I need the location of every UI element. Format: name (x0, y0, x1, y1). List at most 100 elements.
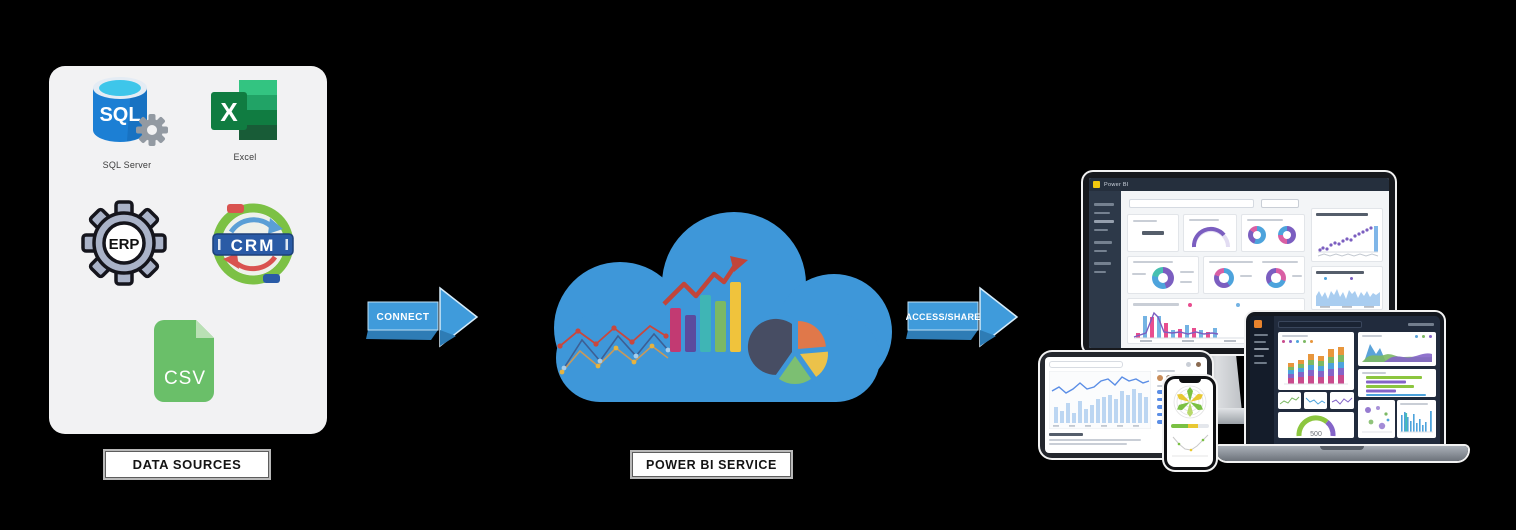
erp-icon-text: ERP (109, 236, 140, 253)
legend-dot (1415, 335, 1418, 338)
laptop-hbar-chart (1366, 376, 1426, 396)
source-crm: CRM (210, 201, 296, 292)
laptop-area-card (1358, 332, 1436, 366)
power-bi-service-label: POWER BI SERVICE (630, 450, 793, 479)
thin-bar-chart (1400, 411, 1433, 433)
sidebar-item (1094, 203, 1114, 206)
donut-chart (1278, 226, 1296, 244)
laptop-topbar-item (1408, 323, 1434, 326)
spark-card (1278, 392, 1301, 409)
connect-arrow-label: CONNECT (377, 312, 430, 323)
excel-icon-letter: X (220, 97, 238, 127)
sidebar-item (1094, 211, 1110, 214)
avatar (1157, 375, 1163, 381)
app-logo-icon (1254, 320, 1262, 328)
erp-gear-icon: ERP (81, 200, 167, 286)
laptop-search-input (1278, 321, 1362, 328)
notification-icon (1186, 362, 1191, 367)
donut-legend-card (1127, 256, 1199, 294)
laptop-base (1216, 446, 1468, 461)
phone-dashboard (1167, 379, 1213, 467)
laptop-sidebar (1250, 316, 1274, 448)
sidebar-item (1094, 249, 1107, 252)
excel-icon: X (211, 80, 277, 140)
donut-chart (1152, 267, 1174, 289)
laptop-hbar-card (1358, 369, 1436, 397)
connect-arrow: CONNECT (366, 286, 479, 348)
source-erp: ERP (81, 200, 167, 291)
monitor-sidebar (1089, 191, 1121, 348)
stacked-bar-chart (1284, 347, 1348, 385)
donut-chart (1214, 268, 1234, 288)
crm-icon-text: CRM (231, 236, 276, 255)
gauge-chart (1191, 226, 1230, 248)
bar-chart-icon (662, 256, 748, 352)
legend-dot (1303, 340, 1306, 343)
sql-gear-icon (136, 114, 168, 146)
tablet-summary (1049, 433, 1151, 445)
kpi-card (1127, 214, 1179, 252)
sidebar-item (1094, 228, 1108, 231)
monitor-app-title: Power BI (1104, 181, 1129, 188)
laptop-gauge-value: 500 (1310, 431, 1322, 438)
data-sources-label: DATA SOURCES (103, 449, 271, 480)
sidebar-item (1094, 262, 1111, 265)
gauge-card (1183, 214, 1237, 252)
laptop-gauge-card: 500 (1278, 412, 1354, 438)
legend-dot (1282, 340, 1285, 343)
spark-card (1330, 392, 1354, 409)
legend-dot (1422, 335, 1425, 338)
sidebar-item (1094, 270, 1106, 273)
excel-caption: Excel (233, 152, 257, 162)
spark-card (1304, 392, 1327, 409)
donut-pair-card (1203, 256, 1305, 294)
access-share-arrow-label: ACCESS/SHARE (906, 312, 981, 322)
crm-icon: CRM (212, 203, 294, 285)
legend-dot (1289, 340, 1292, 343)
bar-line-chart (1133, 311, 1298, 342)
trend-arrowhead (730, 256, 748, 272)
bubble-chart (1362, 406, 1392, 433)
laptop-thinbar-card (1397, 400, 1436, 438)
donut-chart (1248, 226, 1266, 244)
data-sources-panel: SQL SQL Server (49, 66, 327, 434)
monitor-search-input (1129, 199, 1254, 208)
laptop-area-chart (1362, 344, 1432, 362)
laptop-dashboard: 500 (1250, 316, 1440, 448)
laptop-bubble-card (1358, 400, 1395, 438)
tablet-combo-chart (1049, 371, 1151, 429)
scatter-trend-chart (1317, 226, 1379, 257)
sql-server-caption: SQL Server (102, 160, 152, 170)
tablet-search-input (1049, 361, 1123, 368)
stacked-bar-card (1278, 332, 1354, 390)
sidebar-item (1094, 241, 1112, 244)
access-share-arrow: ACCESS/SHARE (906, 286, 1019, 348)
monitor-search-button (1261, 199, 1299, 208)
desktop-monitor: Power BI (1083, 172, 1395, 354)
monitor-app-header: Power BI (1089, 178, 1389, 191)
csv-file-icon: CSV (154, 320, 214, 402)
sql-server-icon: SQL (93, 77, 168, 146)
phone-radar-chart (1173, 385, 1207, 419)
donut-card (1241, 214, 1305, 252)
legend-dot (1350, 277, 1353, 280)
laptop-gauge-chart: 500 (1296, 415, 1336, 438)
legend-dot (1324, 277, 1327, 280)
donut-chart (1266, 268, 1286, 288)
area-chart (1316, 289, 1380, 308)
phone-notch (1179, 379, 1201, 383)
sql-icon-text: SQL (99, 104, 140, 126)
laptop-device: 500 (1246, 312, 1444, 448)
pie-chart-icon (747, 318, 829, 384)
line-chart-icon (557, 324, 671, 375)
sales-area-card (1311, 266, 1383, 310)
laptop-hinge-notch (1320, 446, 1364, 450)
avatar (1196, 362, 1201, 367)
legend-dot (1429, 335, 1432, 338)
legend-dot (1296, 340, 1299, 343)
csv-icon-text: CSV (164, 368, 206, 389)
sidebar-item (1094, 220, 1114, 223)
source-sql-server: SQL SQL Server (82, 74, 172, 170)
legend-dot (1236, 303, 1240, 307)
